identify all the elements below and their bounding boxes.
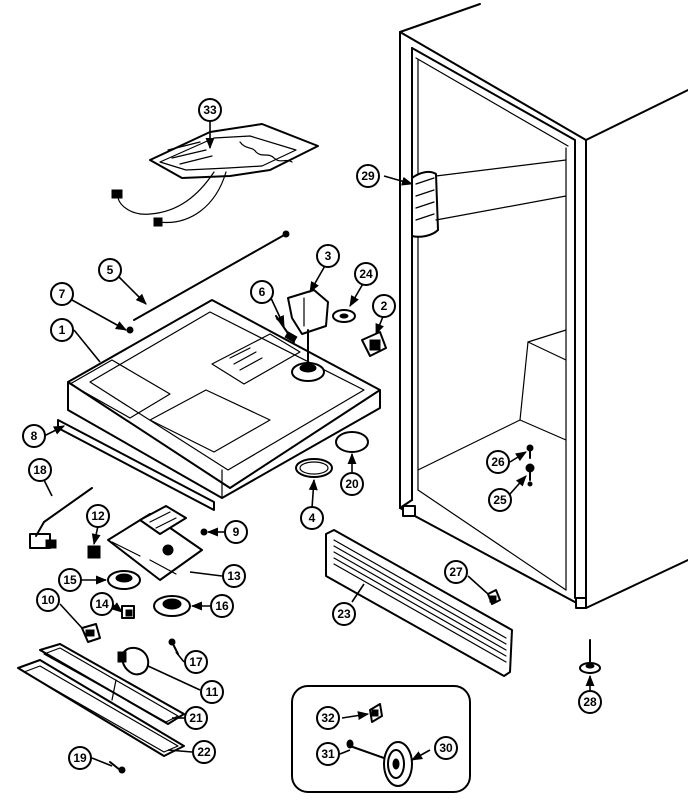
svg-text:21: 21 [189, 711, 203, 725]
callout-4: 4 [300, 506, 324, 530]
callout-3: 3 [316, 244, 340, 268]
callout-31: 31 [316, 742, 340, 766]
svg-text:30: 30 [439, 741, 453, 755]
callout-10: 10 [36, 588, 60, 612]
svg-text:16: 16 [215, 599, 229, 613]
svg-text:33: 33 [203, 103, 217, 117]
callout-30: 30 [434, 736, 458, 760]
svg-text:18: 18 [33, 463, 47, 477]
clip [121, 605, 135, 619]
thermostat [29, 487, 93, 549]
svg-text:11: 11 [206, 685, 219, 699]
svg-text:10: 10 [41, 593, 55, 607]
callout-12: 12 [86, 504, 110, 528]
svg-text:26: 26 [491, 455, 505, 469]
callout-9: 9 [224, 520, 248, 544]
svg-text:29: 29 [361, 169, 375, 183]
callout-8: 8 [22, 424, 46, 448]
callout-1: 1 [50, 318, 74, 342]
foam-strip [57, 419, 215, 511]
knob [107, 570, 141, 590]
svg-text:5: 5 [107, 263, 114, 277]
callout-20: 20 [340, 472, 364, 496]
svg-text:25: 25 [493, 493, 507, 507]
disc [335, 431, 369, 453]
svg-text:3: 3 [325, 249, 332, 263]
svg-text:6: 6 [259, 285, 266, 299]
switch [87, 545, 101, 559]
screw [200, 528, 208, 536]
svg-text:8: 8 [31, 429, 38, 443]
light-bulb [117, 646, 150, 676]
callout-6: 6 [250, 280, 274, 304]
callout-27: 27 [444, 560, 468, 584]
svg-text:15: 15 [63, 573, 77, 587]
callout-26: 26 [486, 450, 510, 474]
ring [295, 458, 333, 478]
callout-15: 15 [58, 568, 82, 592]
svg-text:14: 14 [95, 597, 109, 611]
callout-14: 14 [90, 592, 114, 616]
roller-kit-box [291, 685, 471, 793]
leader-lines [43, 122, 595, 767]
callout-33: 33 [198, 98, 222, 122]
svg-text:4: 4 [309, 511, 316, 525]
svg-text:23: 23 [337, 607, 351, 621]
callout-23: 23 [332, 602, 356, 626]
roller-clip [369, 703, 383, 723]
screw [109, 761, 126, 774]
svg-text:13: 13 [227, 569, 241, 583]
svg-text:31: 31 [321, 747, 335, 761]
light-switch [361, 331, 387, 357]
svg-text:17: 17 [189, 655, 203, 669]
control-bracket [107, 505, 203, 581]
svg-text:19: 19 [73, 751, 87, 765]
damper-control [287, 289, 329, 382]
svg-text:24: 24 [359, 267, 373, 281]
axle-screw [346, 739, 385, 759]
svg-text:32: 32 [321, 711, 335, 725]
callout-16: 16 [210, 594, 234, 618]
callout-22: 22 [192, 740, 216, 764]
callout-28: 28 [578, 690, 602, 714]
callout-19: 19 [68, 746, 92, 770]
lamp-socket [81, 623, 101, 643]
leveling-screw [525, 463, 535, 487]
callout-5: 5 [98, 258, 122, 282]
svg-text:22: 22 [197, 745, 211, 759]
rod [133, 230, 290, 321]
svg-text:28: 28 [583, 695, 597, 709]
lamp-shield [17, 643, 185, 757]
callout-11: 11 [200, 680, 224, 704]
roller-wheel [383, 741, 413, 787]
callout-32: 32 [316, 706, 340, 730]
callout-7: 7 [50, 282, 74, 306]
svg-text:7: 7 [59, 287, 66, 301]
small-screw [126, 326, 134, 334]
grille-clip [487, 589, 501, 605]
toe-grille [325, 529, 513, 677]
control-board-assembly [111, 123, 319, 227]
svg-text:9: 9 [233, 525, 240, 539]
dial [153, 595, 191, 617]
svg-text:20: 20 [345, 477, 359, 491]
leveling-leg [579, 639, 601, 674]
callout-21: 21 [184, 706, 208, 730]
callout-17: 17 [184, 650, 208, 674]
svg-text:12: 12 [91, 509, 105, 523]
control-housing [67, 299, 381, 499]
callout-25: 25 [488, 488, 512, 512]
screw [526, 444, 534, 459]
svg-text:27: 27 [449, 565, 463, 579]
refrigerator-cabinet [399, 3, 688, 609]
gasket [332, 309, 356, 323]
callout-13: 13 [222, 564, 246, 588]
callout-18: 18 [28, 458, 52, 482]
svg-text:2: 2 [381, 299, 388, 313]
callout-29: 29 [356, 164, 380, 188]
svg-text:1: 1 [59, 323, 66, 337]
callout-24: 24 [354, 262, 378, 286]
callout-2: 2 [372, 294, 396, 318]
